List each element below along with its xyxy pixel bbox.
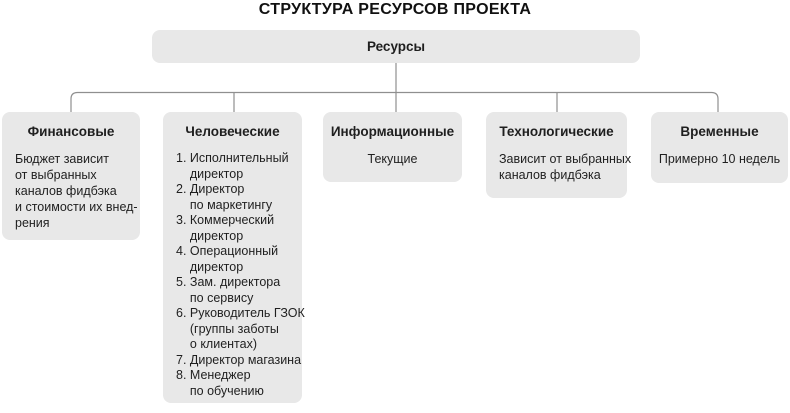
branch-title-human: Человеческие <box>185 124 280 139</box>
branch-body-informational: Текущие <box>367 152 418 166</box>
branch-body-financial: Бюджет зависит от выбранных каналов фидб… <box>15 152 138 230</box>
branch-title-informational: Информационные <box>330 124 455 139</box>
branch-body-technological: Зависит от выбранных каналов фидбэка <box>499 152 632 182</box>
branch-title-temporal: Временные <box>680 124 759 139</box>
branch-box-human: Человеческие 1. Исполнительный директор … <box>163 112 305 403</box>
root-box: Ресурсы <box>152 30 640 63</box>
root-label: Ресурсы <box>366 39 426 54</box>
branch-box-technological: Технологические Зависит от выбранных кан… <box>486 112 632 198</box>
branch-body-temporal: Примерно 10 недель <box>658 152 781 166</box>
branch-body-human: 1. Исполнительный директор 2. Директор п… <box>176 151 305 398</box>
branch-title-technological: Технологические <box>499 124 614 139</box>
diagram-title: СТРУКТУРА РЕСУРСОВ ПРОЕКТА <box>258 1 532 18</box>
branch-box-financial: Финансовые Бюджет зависит от выбранных к… <box>2 112 140 240</box>
branch-box-temporal: Временные Примерно 10 недель <box>651 112 788 183</box>
branch-title-financial: Финансовые <box>27 124 115 139</box>
branch-box-informational: Информационные Текущие <box>323 112 462 182</box>
